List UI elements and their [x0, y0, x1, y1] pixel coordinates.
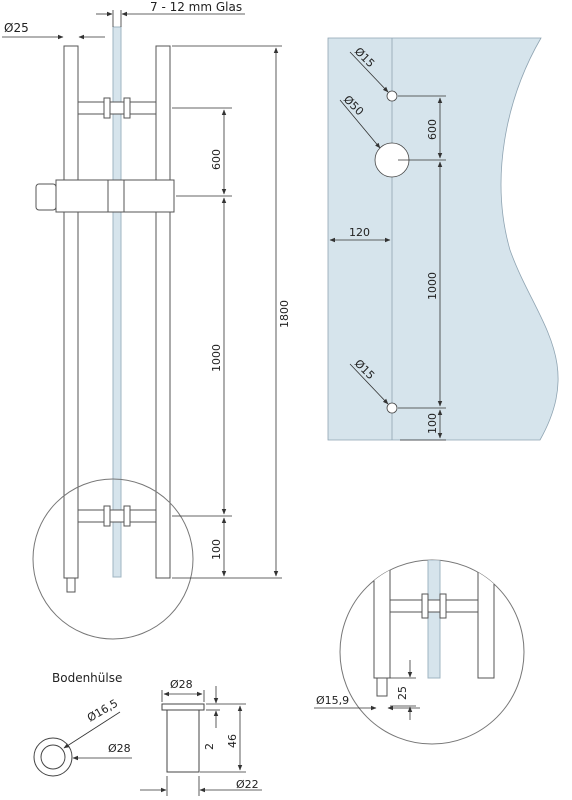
- left-rod-pin: [66, 577, 76, 593]
- lock-block: [55, 179, 175, 213]
- right-handle-rod: [155, 45, 171, 579]
- dim-1800-label: 1800: [278, 300, 291, 328]
- dim-600-label: 600: [210, 149, 223, 170]
- detail-view: [339, 559, 525, 745]
- sleeve-top-width-label: Ø28: [170, 678, 193, 691]
- detail-circle: [32, 478, 194, 640]
- bottom-connector: [77, 509, 157, 523]
- sleeve-flange-label: 2: [203, 743, 216, 750]
- glass-thickness-label: 7 - 12 mm Glas: [150, 0, 242, 14]
- sleeve-side-dims: [140, 686, 262, 796]
- glass-edge: [112, 26, 122, 578]
- sleeve-bottom-label: Ø22: [236, 778, 259, 791]
- lock-knob: [35, 183, 57, 211]
- bodenhulse-title: Bodenhülse: [52, 671, 122, 685]
- panel-dims: [329, 51, 446, 441]
- detail-height-label: 25: [396, 686, 409, 700]
- elevation-view: [32, 26, 194, 640]
- hole-bottom: [386, 402, 398, 414]
- sleeve-side-view: [161, 703, 205, 773]
- sleeve-inner-circle: [40, 744, 66, 770]
- detail-dims: [314, 660, 420, 720]
- left-handle-rod: [63, 45, 79, 579]
- panel-600-label: 600: [426, 119, 439, 140]
- sleeve-height-label: 46: [226, 734, 239, 748]
- panel-100-label: 100: [426, 413, 439, 434]
- glass-panel: [327, 37, 559, 441]
- dim-100-label: 100: [210, 539, 223, 560]
- hole-top: [386, 90, 398, 102]
- dim-1000-label: 1000: [210, 344, 223, 372]
- panel-1000-label: 1000: [426, 272, 439, 300]
- edge-offset-label: 120: [349, 226, 370, 239]
- vertical-dims: [172, 45, 282, 579]
- detail-pin-label: Ø15,9: [316, 694, 349, 707]
- rod-diameter-label: Ø25: [4, 21, 29, 35]
- sleeve-plan-dims: [63, 711, 132, 761]
- sleeve-inner-label: Ø16,5: [85, 697, 120, 725]
- sleeve-outer-label: Ø28: [108, 742, 131, 755]
- glass-thickness-dim: [96, 10, 245, 27]
- top-connector: [77, 101, 157, 115]
